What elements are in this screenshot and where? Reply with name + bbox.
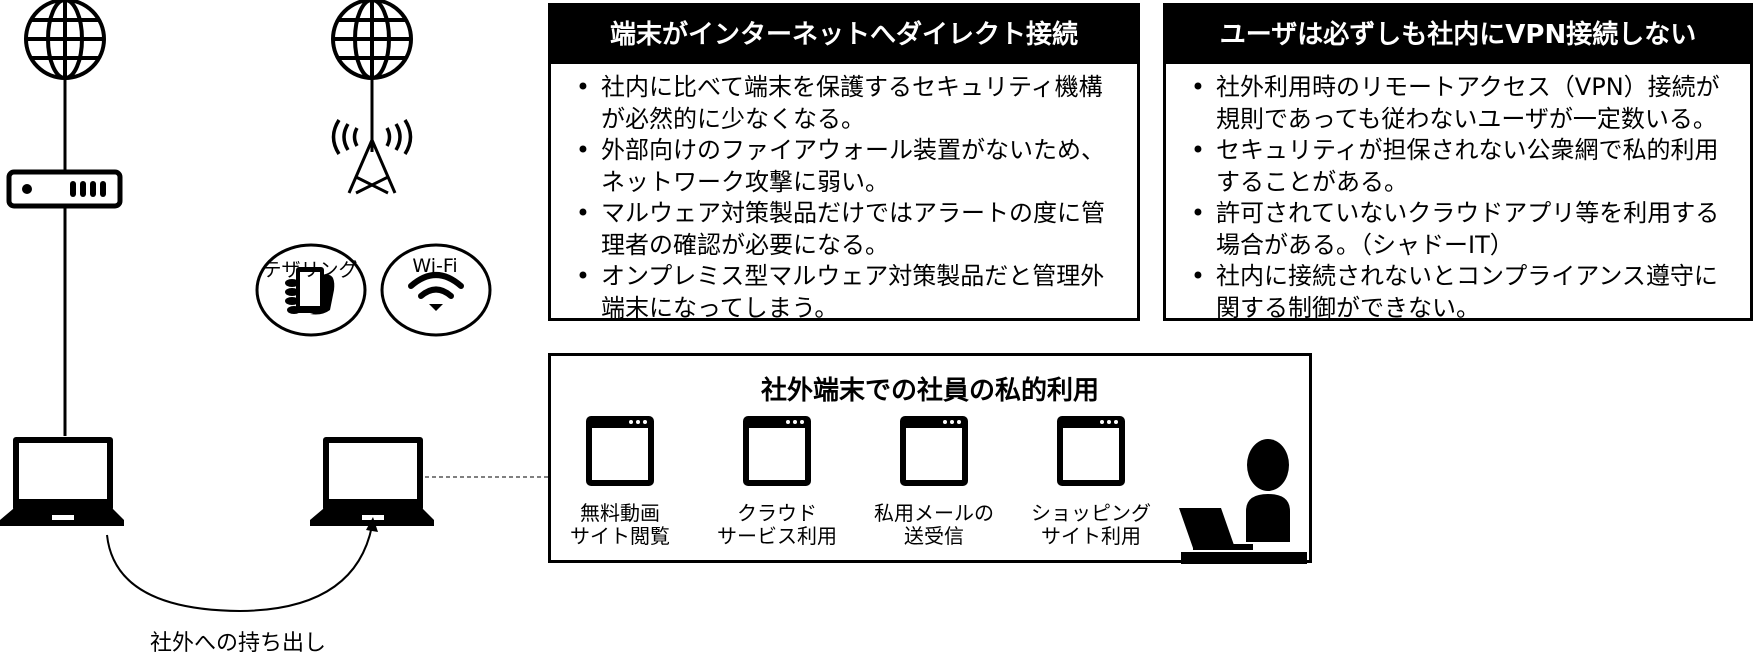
item-text: オンプレミス型マルウェア対策製品だと管理外 端末になってしまう。 [601, 262, 1105, 322]
browser-window-icon [900, 416, 968, 486]
laptop-icon [310, 437, 434, 526]
bullet: • [1190, 73, 1206, 101]
app-label-free-video: 無料動画 サイト閲覧 [570, 501, 670, 548]
app-label-cloud-service: クラウド サービス利用 [717, 501, 837, 548]
bullet: • [1190, 199, 1206, 227]
item-text: 社内に接続されないとコンプライアンス遵守に 関する制御ができない。 [1216, 262, 1718, 322]
list-item: • オンプレミス型マルウェア対策製品だと管理外 端末になってしまう。 [565, 261, 1127, 324]
bullet: • [1190, 136, 1206, 164]
app-label-shopping: ショッピング サイト利用 [1031, 501, 1151, 548]
bullet: • [1190, 262, 1206, 290]
app-label-private-mail: 私用メールの 送受信 [874, 501, 994, 548]
browser-window-icon [586, 416, 654, 486]
carry-out-arrow [106, 517, 378, 613]
list-item: • セキュリティが担保されない公衆網で私的利用 することがある。 [1180, 135, 1740, 198]
browser-window-icon [743, 416, 811, 486]
carry-out-label: 社外への持ち出し [149, 631, 327, 656]
private-use-title: 社外端末での社員の私的利用 [760, 376, 1099, 406]
item-text: セキュリティが担保されない公衆網で私的利用 することがある。 [1216, 136, 1719, 196]
direct-connection-box: 端末がインターネットへダイレクト接続 • 社内に比べて端末を保護するセキュリティ機… [548, 3, 1140, 324]
item-text: マルウェア対策製品だけではアラートの度に管 理者の確認が必要になる。 [601, 199, 1105, 259]
bullet: • [575, 262, 591, 290]
item-text: 社内に比べて端末を保護するセキュリティ機構 が必然的に少なくなる。 [601, 73, 1103, 133]
list-item: • 社内に比べて端末を保護するセキュリティ機構 が必然的に少なくなる。 [565, 72, 1127, 135]
router-icon [6, 169, 123, 209]
bullet: • [575, 199, 591, 227]
network-diagram [0, 0, 548, 613]
globe-icon [24, 0, 106, 80]
smartphone-tethering-icon [255, 243, 367, 337]
list-item: • マルウェア対策製品だけではアラートの度に管 理者の確認が必要になる。 [565, 198, 1127, 261]
bullet: • [575, 73, 591, 101]
browser-window-icon [1057, 416, 1125, 486]
tethering-label: テザリング [262, 259, 358, 281]
antenna-tower-icon [331, 119, 413, 195]
list-item: • 社外利用時のリモートアクセス（VPN）接続が 規則であっても従わないユーザが一… [1180, 72, 1740, 135]
item-text: 社外利用時のリモートアクセス（VPN）接続が 規則であっても従わないユーザが一定… [1216, 73, 1720, 133]
list-item: • 外部向けのファイアウォール装置がないため、 ネットワーク攻撃に弱い。 [565, 135, 1127, 198]
vpn-title: ユーザは必ずしも社内にVPN接続しない [1166, 6, 1750, 64]
bullet: • [575, 136, 591, 164]
wifi-icon [380, 243, 492, 337]
direct-connection-title: 端末がインターネットへダイレクト接続 [551, 6, 1137, 64]
vpn-box: ユーザは必ずしも社内にVPN接続しない • 社外利用時のリモートアクセス（VPN）… [1163, 3, 1753, 324]
person-at-laptop-icon [1179, 439, 1307, 564]
list-item: • 社内に接続されないとコンプライアンス遵守に 関する制御ができない。 [1180, 261, 1740, 324]
laptop-icon [0, 437, 124, 526]
private-use-graphics [586, 416, 1307, 564]
wifi-label: Wi-Fi [412, 255, 458, 277]
globe-icon [331, 0, 413, 80]
list-item: • 許可されていないクラウドアプリ等を利用する 場合がある。（シャドーIT） [1180, 198, 1740, 261]
item-text: 外部向けのファイアウォール装置がないため、 ネットワーク攻撃に弱い。 [601, 136, 1105, 196]
item-text: 許可されていないクラウドアプリ等を利用する 場合がある。（シャドーIT） [1216, 199, 1720, 259]
private-use-box: 社外端末での社員の私的利用 無料動画 サイト閲覧 クラウド サービス利用 私用メ… [548, 353, 1312, 564]
